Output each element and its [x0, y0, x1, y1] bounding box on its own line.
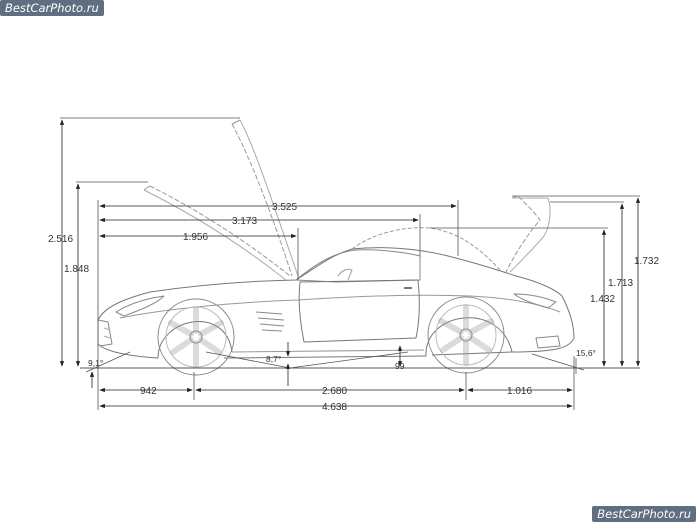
label-1956: 1.956 [183, 232, 208, 243]
watermark-bottom[interactable]: BestCarPhoto.ru [592, 506, 696, 522]
front-wheel [157, 298, 235, 376]
label-2680: 2.680 [322, 386, 347, 397]
label-99: 99 [395, 361, 405, 371]
dimension-lines [59, 117, 641, 410]
label-3525: 3.525 [272, 202, 297, 213]
label-1016: 1.016 [507, 386, 532, 397]
label-ramp-angle: 8,7° [266, 354, 281, 364]
label-1713: 1.713 [608, 278, 633, 289]
label-1848: 1.848 [64, 264, 89, 275]
label-1732: 1.732 [634, 256, 659, 267]
label-942: 942 [140, 386, 157, 397]
label-4638: 4.638 [322, 402, 347, 413]
label-3173: 3.173 [232, 216, 257, 227]
dimension-labels: 3.525 3.173 1.956 2.516 1.848 1.432 1.71… [48, 202, 659, 413]
rear-wheel [427, 296, 505, 374]
label-departure-angle: 15,6° [576, 348, 596, 358]
watermark-top[interactable]: BestCarPhoto.ru [0, 0, 104, 16]
label-approach-angle: 9,1° [88, 358, 103, 368]
label-2516: 2.516 [48, 234, 73, 245]
label-1432: 1.432 [590, 294, 615, 305]
